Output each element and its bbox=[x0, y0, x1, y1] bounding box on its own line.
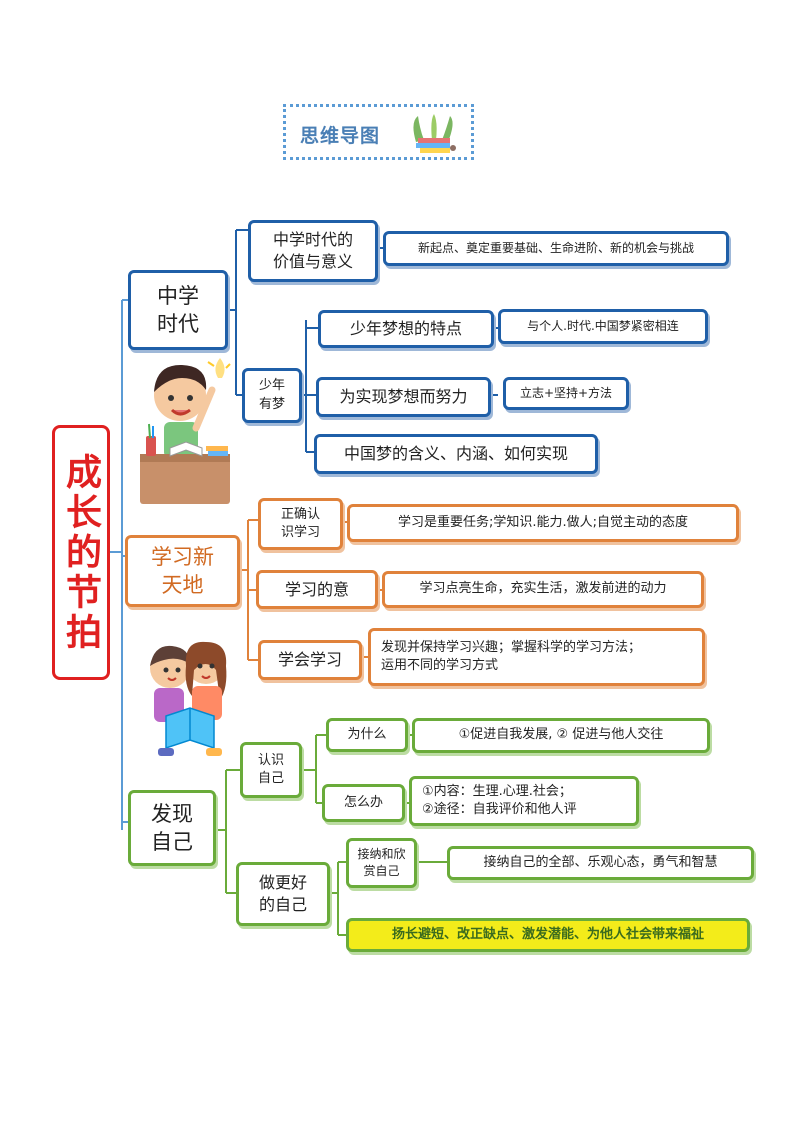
detail-how: ①内容：生理.心理.社会； ②途径：自我评价和他人评 bbox=[409, 776, 639, 826]
detail-learn-to-learn: 发现并保持学习兴趣；掌握科学的学习方法； 运用不同的学习方式 bbox=[368, 628, 705, 686]
node-know-self: 认识 自己 bbox=[240, 742, 302, 798]
node-dream-features: 少年梦想的特点 bbox=[318, 310, 494, 348]
node-youth-dream: 少年 有梦 bbox=[242, 368, 302, 423]
detail-value-meaning: 新起点、奠定重要基础、生命进阶、新的机会与挑战 bbox=[383, 231, 729, 266]
node-china-dream: 中国梦的含义、内涵、如何实现 bbox=[314, 434, 598, 474]
root-topic: 成长的节拍 bbox=[52, 425, 110, 680]
node-learning-meaning: 学习的意 bbox=[256, 570, 378, 609]
node-understand-learning: 正确认 识学习 bbox=[258, 498, 343, 550]
node-how: 怎么办 bbox=[322, 784, 405, 822]
kids-reading-illustration bbox=[150, 641, 227, 756]
detail-strive-for-dream: 立志+坚持+方法 bbox=[503, 377, 629, 410]
node-better-self: 做更好 的自己 bbox=[236, 862, 330, 926]
detail-accept-self: 接纳自己的全部、乐观心态，勇气和智慧 bbox=[447, 846, 754, 880]
node-strive-for-dream: 为实现梦想而努力 bbox=[316, 377, 491, 417]
node-why: 为什么 bbox=[326, 718, 408, 752]
header-banner: 思维导图 bbox=[283, 104, 474, 160]
detail-understand-learning: 学习是重要任务;学知识.能力.做人;自觉主动的态度 bbox=[347, 504, 739, 542]
node-value-meaning: 中学时代的 价值与意义 bbox=[248, 220, 378, 282]
node-learn-to-learn: 学会学习 bbox=[258, 640, 362, 680]
branch-discover-self: 发现 自己 bbox=[128, 790, 216, 866]
detail-dream-features: 与个人.时代.中国梦紧密相连 bbox=[498, 309, 708, 344]
detail-why: ①促进自我发展, ② 促进与他人交往 bbox=[412, 718, 710, 753]
detail-learning-meaning: 学习点亮生命，充实生活，激发前进的动力 bbox=[382, 571, 704, 608]
boy-studying-illustration bbox=[140, 358, 231, 504]
branch-middle-school: 中学 时代 bbox=[128, 270, 228, 350]
header-title: 思维导图 bbox=[300, 125, 381, 147]
root-title: 成长的节拍 bbox=[60, 452, 102, 653]
branch-learning: 学习新 天地 bbox=[125, 535, 240, 607]
node-accept-self: 接纳和欣 赏自己 bbox=[346, 838, 417, 888]
books-plant-icon bbox=[413, 114, 456, 153]
detail-strengths-potential: 扬长避短、改正缺点、激发潜能、为他人社会带来福祉 bbox=[346, 918, 750, 952]
